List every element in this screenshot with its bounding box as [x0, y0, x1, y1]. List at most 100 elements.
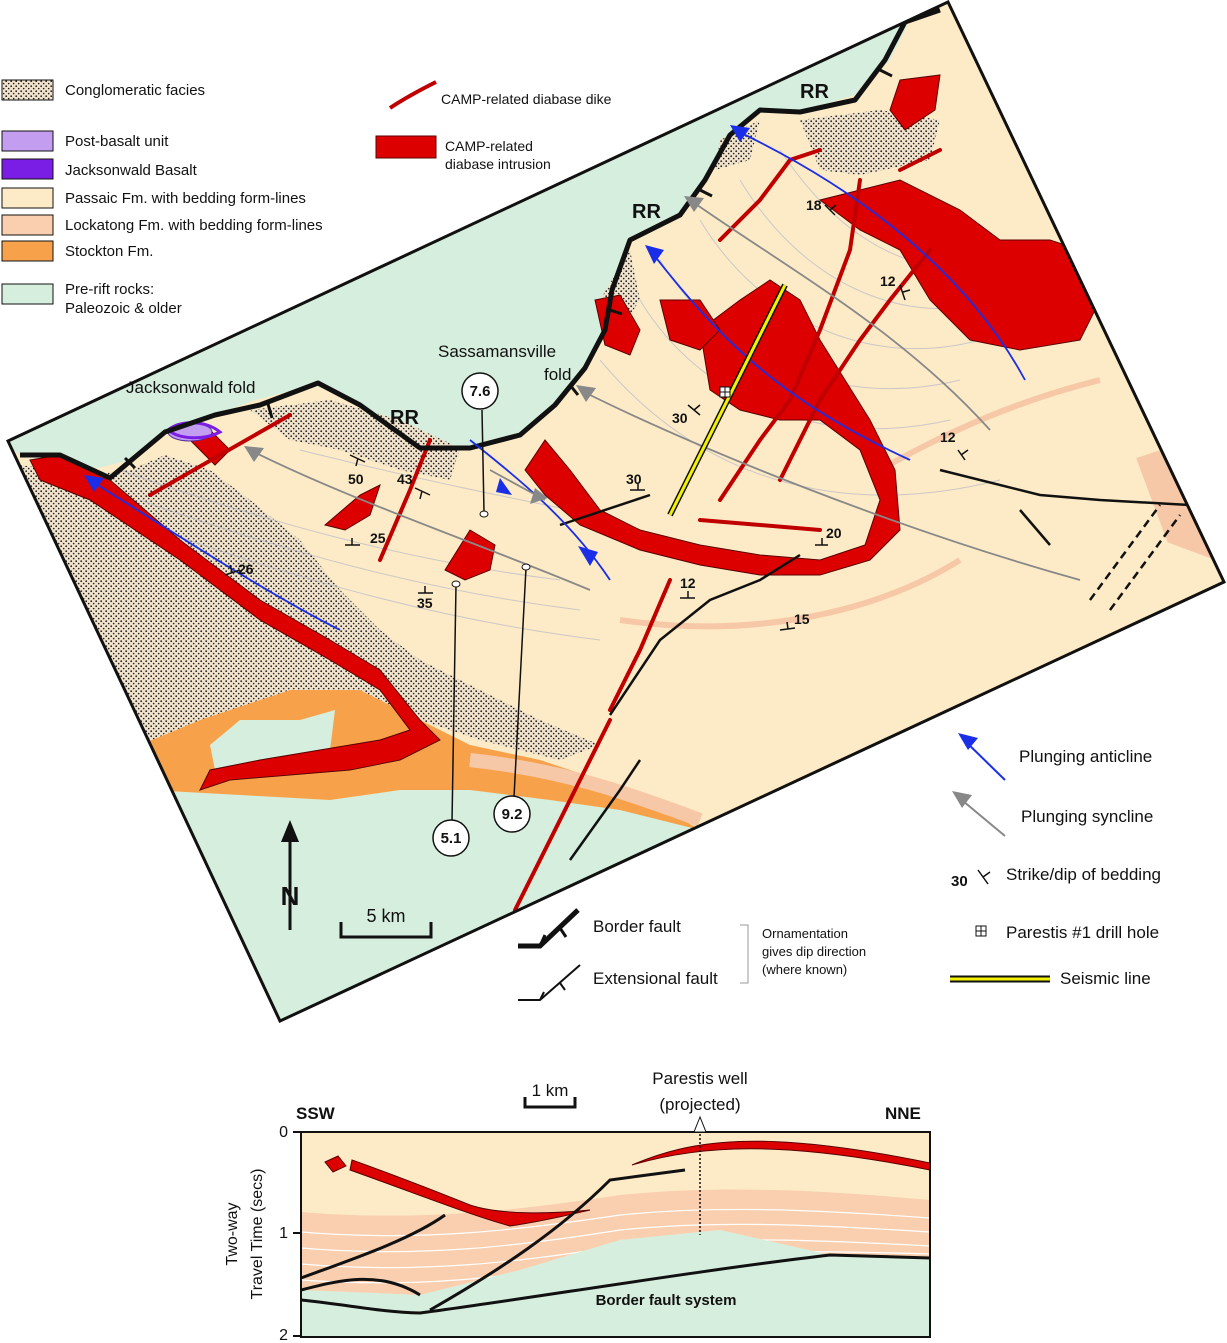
- sassamansville-fold-label-2: fold: [544, 365, 571, 384]
- section-border: [300, 1131, 931, 1338]
- dip-label-9: 12: [880, 273, 896, 289]
- anticline-arrow-symbol: [958, 733, 978, 750]
- extensional-faults: [559, 468, 1191, 861]
- section-faults: [301, 1168, 930, 1315]
- section-sill-fragment: [324, 1155, 347, 1173]
- section-lockatong: [301, 1189, 930, 1295]
- cross-section: SSW NNE 1 km Parestis well (projected) 0…: [224, 1069, 931, 1343]
- anticline-axis-4: [734, 129, 1026, 381]
- sample-points: [451, 510, 531, 588]
- legend-border-fault: Border fault: [593, 917, 681, 936]
- dip-label-3: 25: [370, 530, 386, 546]
- dip-label-12: 12: [680, 575, 696, 591]
- section-tick-1: 1: [279, 1225, 288, 1242]
- legend-passaic: Passaic Fm. with bedding form-lines: [65, 190, 306, 207]
- syncline-axis-4: [689, 199, 991, 431]
- circle-value-3: 9.2: [502, 806, 523, 823]
- section-ylabel-2: Travel Time (secs): [249, 1169, 266, 1300]
- dip-label-2: 43: [397, 471, 413, 487]
- map-scale-bar: 5 km: [339, 906, 433, 939]
- dip-label-13: 15: [794, 611, 810, 627]
- legend-right: Plunging anticline Plunging syncline 30 …: [950, 733, 1161, 988]
- syncline-axis-3: [579, 389, 1081, 581]
- legend-extensional-fault: Extensional fault: [593, 969, 718, 988]
- seismic-line-highlight: [668, 284, 787, 516]
- legend-syncline: Plunging syncline: [1021, 807, 1153, 826]
- well-triangle: [693, 1115, 707, 1133]
- section-tick-marks: [293, 1131, 301, 1337]
- legend-intrusion-2: diabase intrusion: [445, 156, 551, 172]
- legend-note-2: gives dip direction: [762, 944, 866, 959]
- legend-stockton: Stockton Fm.: [65, 243, 153, 260]
- legend-note-3: (where known): [762, 962, 847, 977]
- legend-post-basalt: Post-basalt unit: [65, 133, 169, 150]
- swatch-passaic: [1, 187, 54, 209]
- section-ssw: SSW: [296, 1104, 336, 1123]
- swatch-stockton: [1, 240, 54, 262]
- legend-lockatong: Lockatong Fm. with bedding form-lines: [65, 217, 323, 234]
- legend-prerift-1: Pre-rift rocks:: [65, 281, 154, 298]
- rr-label-2: RR: [632, 201, 661, 223]
- legend-intrusion: CAMP-related diabase dike CAMP-related d…: [375, 80, 612, 172]
- anticline-axis-2: [469, 439, 611, 581]
- legend-note-1: Ornamentation: [762, 926, 848, 941]
- legend-strike-value: 30: [951, 873, 968, 890]
- circle-value-2: 5.1: [441, 830, 462, 847]
- swatch-conglomeratic: [1, 79, 54, 101]
- circle-leaders: [451, 409, 527, 823]
- legend-seismic: Seismic line: [1060, 969, 1151, 988]
- border-fault: [20, 7, 941, 481]
- map-text: RR RR RR Jacksonwald fold Sassamansville…: [126, 81, 956, 627]
- legend-drill: Parestis #1 drill hole: [1006, 923, 1159, 942]
- swatch-intrusion: [375, 135, 437, 159]
- north-letter: N: [281, 881, 300, 911]
- swatch-jacksonwald: [1, 158, 54, 180]
- circle-value-1: 7.6: [470, 383, 491, 400]
- legend-left: Conglomeratic facies Post-basalt unit Ja…: [1, 79, 323, 317]
- section-well-2: (projected): [659, 1095, 740, 1114]
- fold-arrowheads: [84, 125, 750, 566]
- dip-label-1: 50: [348, 471, 364, 487]
- swatch-prerift: [1, 283, 54, 305]
- map-scale-label: 5 km: [366, 906, 405, 926]
- legend-strike: Strike/dip of bedding: [1006, 865, 1161, 884]
- strike-dip-symbols: [224, 204, 969, 631]
- legend-dike: CAMP-related diabase dike: [441, 91, 612, 107]
- legend-intrusion-1: CAMP-related: [445, 138, 533, 154]
- circled-values: 7.6 5.1 9.2: [432, 372, 531, 857]
- dip-label-8: 18: [806, 197, 822, 213]
- border-fault-symbol: [518, 908, 580, 949]
- legend-jacksonwald: Jacksonwald Basalt: [65, 162, 198, 179]
- swatch-post-basalt: [1, 130, 54, 152]
- drill-hole-symbol: [719, 386, 731, 398]
- extensional-fault-symbol: [518, 964, 581, 1001]
- swatch-lockatong: [1, 214, 54, 236]
- legend-anticline: Plunging anticline: [1019, 747, 1152, 766]
- dip-label-10: 12: [940, 429, 956, 445]
- section-ylabel-1: Two-way: [224, 1202, 241, 1265]
- strike-symbol: [977, 869, 991, 885]
- diabase-dikes: [148, 148, 942, 912]
- section-nne: NNE: [885, 1104, 921, 1123]
- section-tick-0: 0: [279, 1124, 288, 1141]
- section-border-label: Border fault system: [596, 1292, 737, 1309]
- section-tick-2: 2: [279, 1327, 288, 1343]
- dip-label-6: 30: [672, 410, 688, 426]
- syncline-axis-1: [249, 449, 591, 591]
- legend-prerift-2: Paleozoic & older: [65, 300, 182, 317]
- dip-label-11: 20: [826, 525, 842, 541]
- section-well-1: Parestis well: [652, 1069, 747, 1088]
- legend-conglomeratic: Conglomeratic facies: [65, 82, 205, 99]
- section-scale-label: 1 km: [532, 1081, 569, 1100]
- diabase-intrusions: [29, 74, 1101, 791]
- rr-label-1: RR: [390, 407, 419, 429]
- legend-faults: Border fault Extensional fault Ornamenta…: [518, 908, 866, 1001]
- map-border: [6, 0, 1227, 1023]
- dip-label-4: 26: [238, 561, 254, 577]
- dip-label-5: 35: [417, 595, 433, 611]
- anticline-axis-1: [89, 479, 341, 631]
- section-sill-lower: [349, 1159, 591, 1227]
- jacksonwald-fold-label: Jacksonwald fold: [126, 378, 255, 397]
- sassamansville-fold-label-1: Sassamansville: [438, 342, 556, 361]
